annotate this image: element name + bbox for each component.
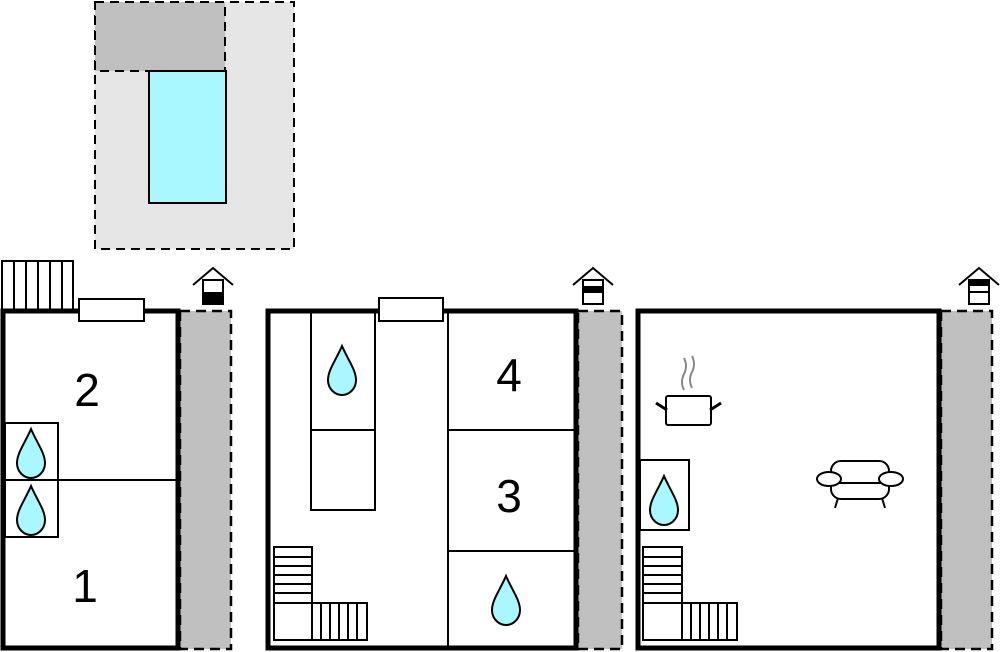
outer-walls [635,308,942,651]
kitchen-pot-icon [655,355,722,426]
house-level-icon [958,267,1000,305]
stairs [273,546,368,641]
outdoor-stairs [1,260,74,311]
floor-2: 4 3 [265,267,624,651]
terrace [178,309,233,651]
pool-terrace [94,1,226,72]
bathroom [4,479,59,538]
house-level-icon [192,267,234,305]
water-drop-icon [491,575,521,626]
water-drop-icon [649,475,679,526]
room-number: 4 [496,349,522,401]
sofa-icon [816,460,904,509]
room-number: 2 [74,364,100,416]
window [78,298,145,322]
stairs [642,546,738,641]
floor-1: 2 1 [0,260,234,651]
bathroom [639,459,690,531]
terrace [939,309,994,651]
pool-area [94,1,295,250]
water-drop-icon [16,428,46,479]
terrace [576,309,624,651]
outer-walls [265,308,579,651]
room-number: 1 [72,560,98,612]
water-drop-icon [327,345,357,396]
swimming-pool [148,70,227,204]
room-number: 3 [496,470,522,522]
window [378,297,444,322]
bathroom-column [310,310,376,511]
floor-3 [635,267,1000,651]
water-drop-icon [16,485,46,536]
house-level-icon [572,267,614,305]
